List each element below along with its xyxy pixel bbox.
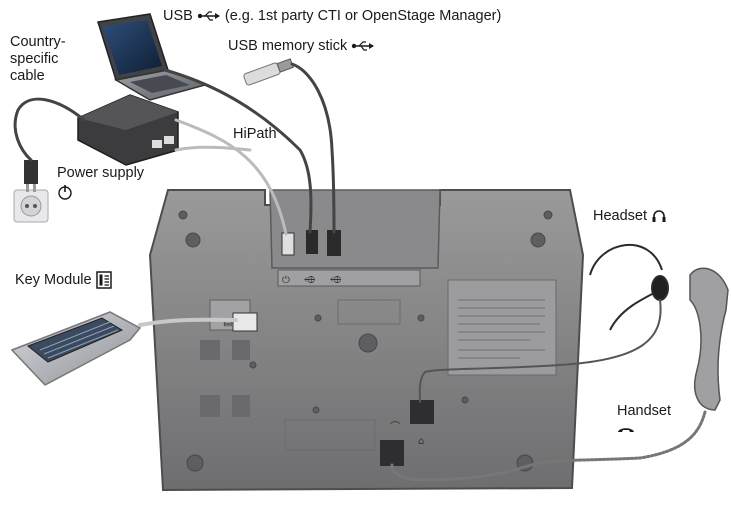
headset-label: Headset xyxy=(593,208,667,225)
key-module-device xyxy=(10,311,142,386)
hipath-label: HiPath xyxy=(233,126,277,143)
usb-memory-stick-label: USB memory stick xyxy=(228,38,375,55)
headset-icon xyxy=(652,210,666,223)
handset-icon xyxy=(618,428,634,432)
svg-text:⬲: ⬲ xyxy=(304,275,315,286)
usb-detail-text: (e.g. 1st party CTI or OpenStage Manager… xyxy=(224,8,502,24)
svg-text:⏻: ⏻ xyxy=(282,275,290,286)
cable-label-line-3: cable xyxy=(10,68,45,84)
cables xyxy=(13,62,707,482)
laptop xyxy=(97,13,208,101)
hipath-text: HiPath xyxy=(233,126,277,142)
handset-device xyxy=(689,267,729,411)
handset-text: Handset xyxy=(617,403,672,419)
key-module-label: Key Module xyxy=(15,271,112,289)
power-icon xyxy=(58,185,72,200)
usb-icon xyxy=(352,41,375,51)
key-module-text: Key Module xyxy=(15,271,92,288)
cable-label-line-2: specific xyxy=(10,51,59,67)
usb-label: USB (e.g. 1st party CTI or OpenStage Man… xyxy=(163,8,501,25)
usb-memory-stick xyxy=(243,58,294,86)
phone-base: ⏻ ⬲ ⬲ ⌂ ⌒ ▤ xyxy=(148,189,585,492)
handset-label: Handset xyxy=(617,403,671,434)
power-supply-label: Power supply xyxy=(57,165,144,200)
headset-text: Headset xyxy=(593,208,648,224)
power-supply-unit xyxy=(77,94,179,166)
usb-icon xyxy=(197,11,220,21)
usb-label-text: USB xyxy=(163,8,193,24)
svg-text:⌒: ⌒ xyxy=(390,421,400,433)
svg-text:▤: ▤ xyxy=(223,317,232,328)
usb-memory-stick-text: USB memory stick xyxy=(228,38,348,54)
wall-socket xyxy=(13,160,49,223)
country-specific-cable-label: Country- specific cable xyxy=(10,34,66,85)
svg-text:⌂: ⌂ xyxy=(418,436,424,447)
cable-label-line-1: Country- xyxy=(10,34,66,50)
headset-device xyxy=(589,244,669,331)
svg-text:⬲: ⬲ xyxy=(330,275,341,286)
key-module-icon xyxy=(95,271,112,289)
power-supply-text: Power supply xyxy=(57,165,145,181)
